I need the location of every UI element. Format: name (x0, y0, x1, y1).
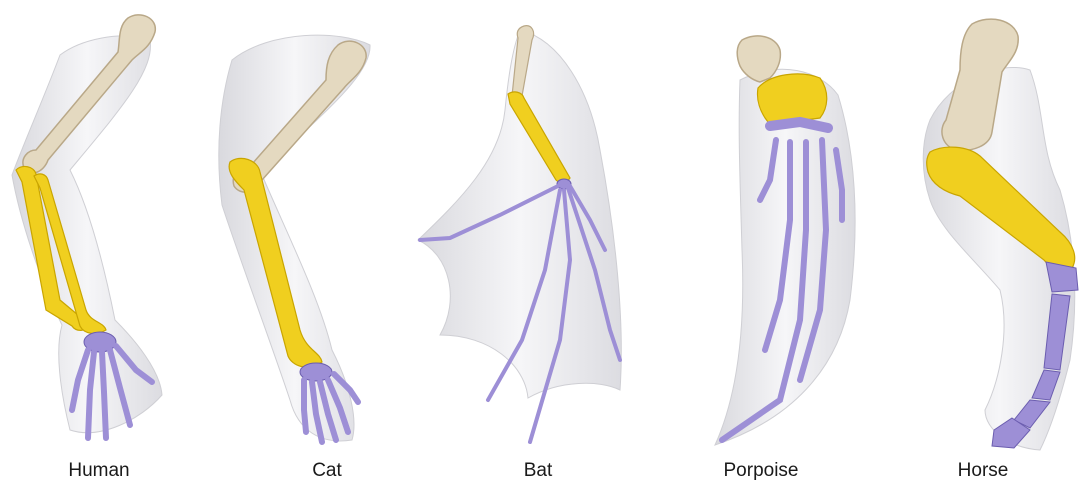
porpoise-radius-ulna (757, 74, 826, 122)
label-bat: Bat (524, 460, 553, 482)
horse-forelimb (923, 19, 1078, 450)
porpoise-forelimb (715, 36, 855, 445)
cat-limb-outline (219, 35, 370, 441)
label-cat: Cat (312, 460, 342, 482)
label-human: Human (68, 460, 129, 482)
human-humerus (23, 15, 155, 173)
cat-forelimb (219, 35, 370, 442)
label-horse: Horse (958, 460, 1009, 482)
bat-forelimb (418, 26, 621, 442)
label-porpoise: Porpoise (724, 460, 799, 482)
human-forelimb (12, 15, 162, 438)
